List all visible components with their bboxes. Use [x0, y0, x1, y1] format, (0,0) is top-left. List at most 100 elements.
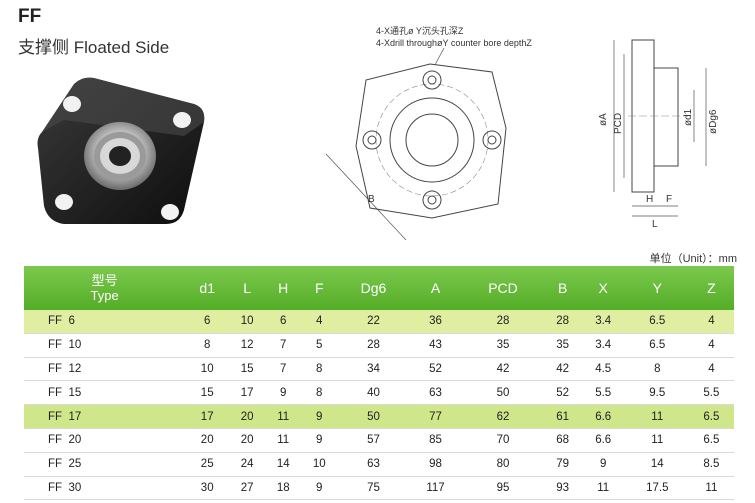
cell-value: 15 [240, 362, 254, 375]
cell-value: 77 [409, 404, 462, 429]
cell-value: 8 [203, 339, 211, 352]
cell-model: FF 25 [48, 458, 82, 471]
cell-value: 8.5 [703, 458, 720, 471]
cell-value: 18 [276, 481, 290, 494]
cell-value: 93 [556, 481, 570, 494]
cell-value: 95 [496, 481, 510, 494]
cell-value: 57 [367, 434, 380, 447]
cell-value: 10 [229, 310, 266, 334]
side-view-drawing: øA PCD ød1 øDg6 H F L [598, 39, 719, 230]
dim-h-label: H [646, 194, 653, 205]
cell-value: 3.4 [595, 339, 612, 352]
unit-label: 单位（Unit）：mm [649, 253, 737, 265]
cell-value: 36 [409, 310, 462, 334]
cell-model: FF 17 [24, 404, 186, 429]
drill-note-cn: 4-X通孔ø Y沉头孔深Z [376, 26, 464, 36]
dim-l-label: L [652, 219, 658, 230]
cell-value: 5.5 [595, 386, 612, 399]
header-d1: d1 [185, 266, 230, 310]
bearing-block-photo [37, 77, 205, 224]
page-title: FF [18, 6, 42, 27]
cell-value: 63 [367, 458, 380, 471]
cell-value: 5.5 [703, 386, 720, 399]
cell-value: 28 [367, 339, 380, 352]
cell-value: 35 [496, 339, 510, 352]
cell-model: FF 30 [48, 481, 82, 494]
cell-value: 14 [276, 458, 290, 471]
header-pcd: PCD [461, 266, 545, 310]
cell-value: 4 [688, 310, 734, 334]
cell-value: 3.4 [580, 310, 626, 334]
cell-value: 40 [367, 386, 380, 399]
cell-value: 61 [544, 404, 581, 429]
cell-value: 50 [496, 386, 510, 399]
cell-model: FF 15 [48, 386, 82, 399]
cell-value: 79 [556, 458, 570, 471]
cell-value: 20 [200, 434, 214, 447]
dim-a-label: øA [598, 113, 609, 126]
cell-model: FF 10 [48, 339, 82, 352]
cell-value: 6.5 [688, 404, 734, 429]
cell-value: 52 [556, 386, 570, 399]
dim-dg6-label: øDg6 [708, 109, 719, 134]
cell-value: 17 [185, 404, 230, 429]
front-view-drawing: 4-X通孔ø Y沉头孔深Z 4-Xdrill throughøY counter… [325, 26, 532, 241]
header-y: Y [625, 266, 689, 310]
cell-value: 4 [301, 310, 338, 334]
cell-value: 62 [461, 404, 545, 429]
cell-value: 6 [265, 310, 302, 334]
cell-value: 12 [240, 339, 254, 352]
cell-value: 4.5 [595, 362, 612, 375]
cell-value: 8 [316, 386, 323, 399]
cell-value: 11 [705, 481, 718, 494]
cell-value: 42 [496, 362, 510, 375]
cell-value: 6 [185, 310, 230, 334]
cell-value: 17 [240, 386, 254, 399]
header-a: A [409, 266, 462, 310]
cell-value: 43 [429, 339, 442, 352]
cell-value: 9 [599, 458, 607, 471]
cell-value: 11 [265, 404, 302, 429]
cell-value: 11 [625, 404, 689, 429]
cell-value: 34 [367, 362, 380, 375]
cell-value: 9 [316, 481, 323, 494]
header-z: Z [688, 266, 734, 310]
cell-value: 6.6 [595, 434, 612, 447]
cell-value: 9.5 [649, 386, 666, 399]
cell-value: 20 [240, 434, 254, 447]
cell-value: 6.6 [580, 404, 626, 429]
cell-value: 10 [312, 458, 326, 471]
dim-b-label: B [368, 194, 375, 205]
header-x: X [580, 266, 626, 310]
cell-value: 28 [461, 310, 545, 334]
cell-value: 117 [426, 481, 445, 494]
header-f: F [301, 266, 338, 310]
cell-value: 17.5 [646, 481, 669, 494]
cell-value: 11 [651, 434, 664, 447]
cell-value: 8 [316, 362, 323, 375]
cell-value: 8 [654, 362, 661, 375]
cell-value: 24 [240, 458, 254, 471]
header-b: B [544, 266, 581, 310]
header-h: H [265, 266, 302, 310]
cell-value: 11 [597, 481, 610, 494]
cell-value: 6.5 [703, 434, 720, 447]
cell-value: 7 [280, 362, 287, 375]
header-dg6: Dg6 [337, 266, 410, 310]
cell-model: FF 12 [48, 362, 82, 375]
cell-value: 42 [556, 362, 570, 375]
cell-value: 9 [280, 386, 287, 399]
cell-value: 6.5 [649, 339, 666, 352]
cell-value: 52 [429, 362, 442, 375]
cell-value: 20 [229, 404, 266, 429]
cell-value: 30 [200, 481, 214, 494]
cell-model: FF 20 [48, 434, 82, 447]
cell-value: 70 [496, 434, 510, 447]
